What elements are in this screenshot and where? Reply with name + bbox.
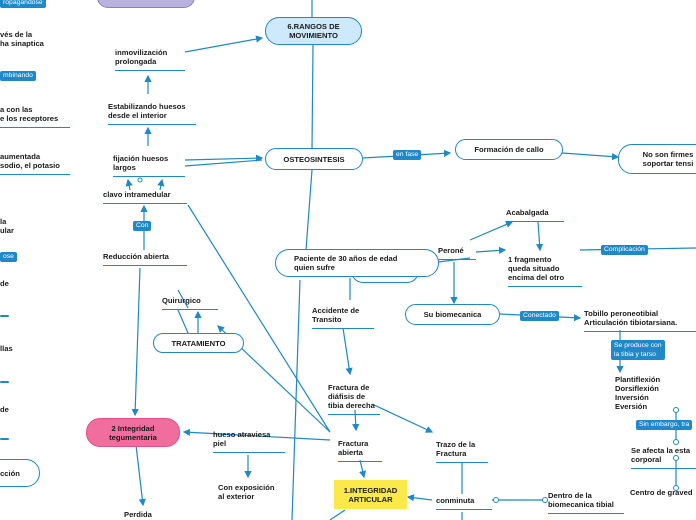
se-produce-tag[interactable]: Se produce con la tibia y tarso bbox=[611, 340, 665, 360]
left-tag-small-2[interactable] bbox=[0, 381, 9, 383]
sin-embargo-tag[interactable]: Sin embargo, tra bbox=[636, 420, 693, 430]
fractura-diafisis-label[interactable]: Fractura de diáfisis de tibia derecha bbox=[328, 383, 380, 415]
estabilizando-label[interactable]: Estabilizando huesos desde el interior bbox=[108, 102, 196, 125]
fragmento-label[interactable]: 1 fragmento queda situado encima del otr… bbox=[508, 255, 582, 287]
en-fase-tag[interactable]: en fase bbox=[393, 150, 422, 160]
conminuta-label[interactable]: conminuta bbox=[436, 496, 492, 510]
potasio-label: aumentada sodio, el potasio bbox=[0, 152, 70, 175]
accidente-transito-label[interactable]: Accidente de Transito bbox=[312, 306, 374, 329]
fijacion-label[interactable]: fijación huesos largos bbox=[113, 154, 185, 177]
dentro-biomecanica-label[interactable]: Dentro de la biomecanica tibial bbox=[548, 491, 624, 514]
integridad-articular-node[interactable]: 1.INTEGRIDAD ARTICULAR bbox=[334, 480, 407, 509]
ccion-node[interactable]: cción bbox=[0, 459, 40, 487]
articulacion-label[interactable]: Tobillo peroneotibial Articulación tibio… bbox=[584, 309, 696, 332]
quirurgico-label[interactable]: Quirurgico bbox=[162, 296, 218, 310]
combinando-tag[interactable]: mbinando bbox=[0, 71, 36, 81]
tratamiento-node[interactable]: TRATAMIENTO bbox=[153, 333, 244, 353]
formacion-callo-node[interactable]: Formación de callo bbox=[455, 139, 563, 160]
receptores-label: a con las e los receptores bbox=[0, 105, 70, 128]
fractura-abierta-label[interactable]: Fractura abierta bbox=[338, 439, 382, 462]
hueso-atraviesa-label[interactable]: hueso atraviesa piel bbox=[213, 430, 285, 453]
se-afecta-label[interactable]: Se afecta la esta corporal bbox=[631, 446, 696, 469]
ose-tag[interactable]: ose bbox=[0, 252, 17, 262]
con-exposicion-label[interactable]: Con exposición al exterior bbox=[218, 483, 275, 501]
no-son-firmes-node[interactable]: No son firmes soportar tensi bbox=[618, 144, 696, 174]
osteosintesis-node[interactable]: OSTEOSINTESIS bbox=[265, 148, 363, 170]
acabalgada-label[interactable]: Acabalgada bbox=[506, 208, 564, 222]
la-ular-label: la ular bbox=[0, 217, 14, 235]
left-tag-small-3[interactable] bbox=[0, 438, 9, 440]
de-label-2: de bbox=[0, 405, 9, 414]
llas-label: llas bbox=[0, 344, 13, 353]
movimientos-label[interactable]: Plantiflexión Dorsiflexión Inversión Eve… bbox=[615, 375, 661, 411]
de-label-1: de bbox=[0, 279, 9, 288]
complicacion-tag[interactable]: Complicación bbox=[601, 245, 648, 255]
clavo-intramedular-label[interactable]: clavo intramedular bbox=[103, 190, 187, 204]
integridad-tegumentaria-node[interactable]: 2 Integridad tegumentaria bbox=[86, 418, 180, 447]
inmovilizacion-label[interactable]: inmovilización prolongada bbox=[115, 48, 185, 71]
su-biomecanica-node[interactable]: Su biomecanica bbox=[405, 304, 500, 325]
perdida-label[interactable]: Perdida bbox=[124, 510, 152, 519]
con-tag[interactable]: Con bbox=[133, 221, 152, 231]
perone-label[interactable]: Peroné bbox=[438, 246, 476, 260]
muscular-node[interactable]: muscular bbox=[97, 0, 195, 8]
reduccion-abierta-label[interactable]: Reducción abierta bbox=[103, 252, 187, 266]
conectado-tag[interactable]: Conectado bbox=[520, 311, 559, 321]
centro-gravedad-label[interactable]: Centro de graved bbox=[630, 488, 693, 497]
trazo-fractura-label[interactable]: Trazo de la Fractura bbox=[436, 440, 488, 463]
paciente-node[interactable]: Paciente de 30 años de edad quien sufre bbox=[275, 249, 439, 277]
sinaptica-label: vés de la ha sinaptica bbox=[0, 30, 44, 48]
left-tag-small-1[interactable] bbox=[0, 315, 9, 317]
rangos-movimiento-node[interactable]: 6.RANGOS DE MOVIMIENTO bbox=[265, 17, 362, 45]
propagandose-tag[interactable]: ropagandose bbox=[0, 0, 46, 8]
